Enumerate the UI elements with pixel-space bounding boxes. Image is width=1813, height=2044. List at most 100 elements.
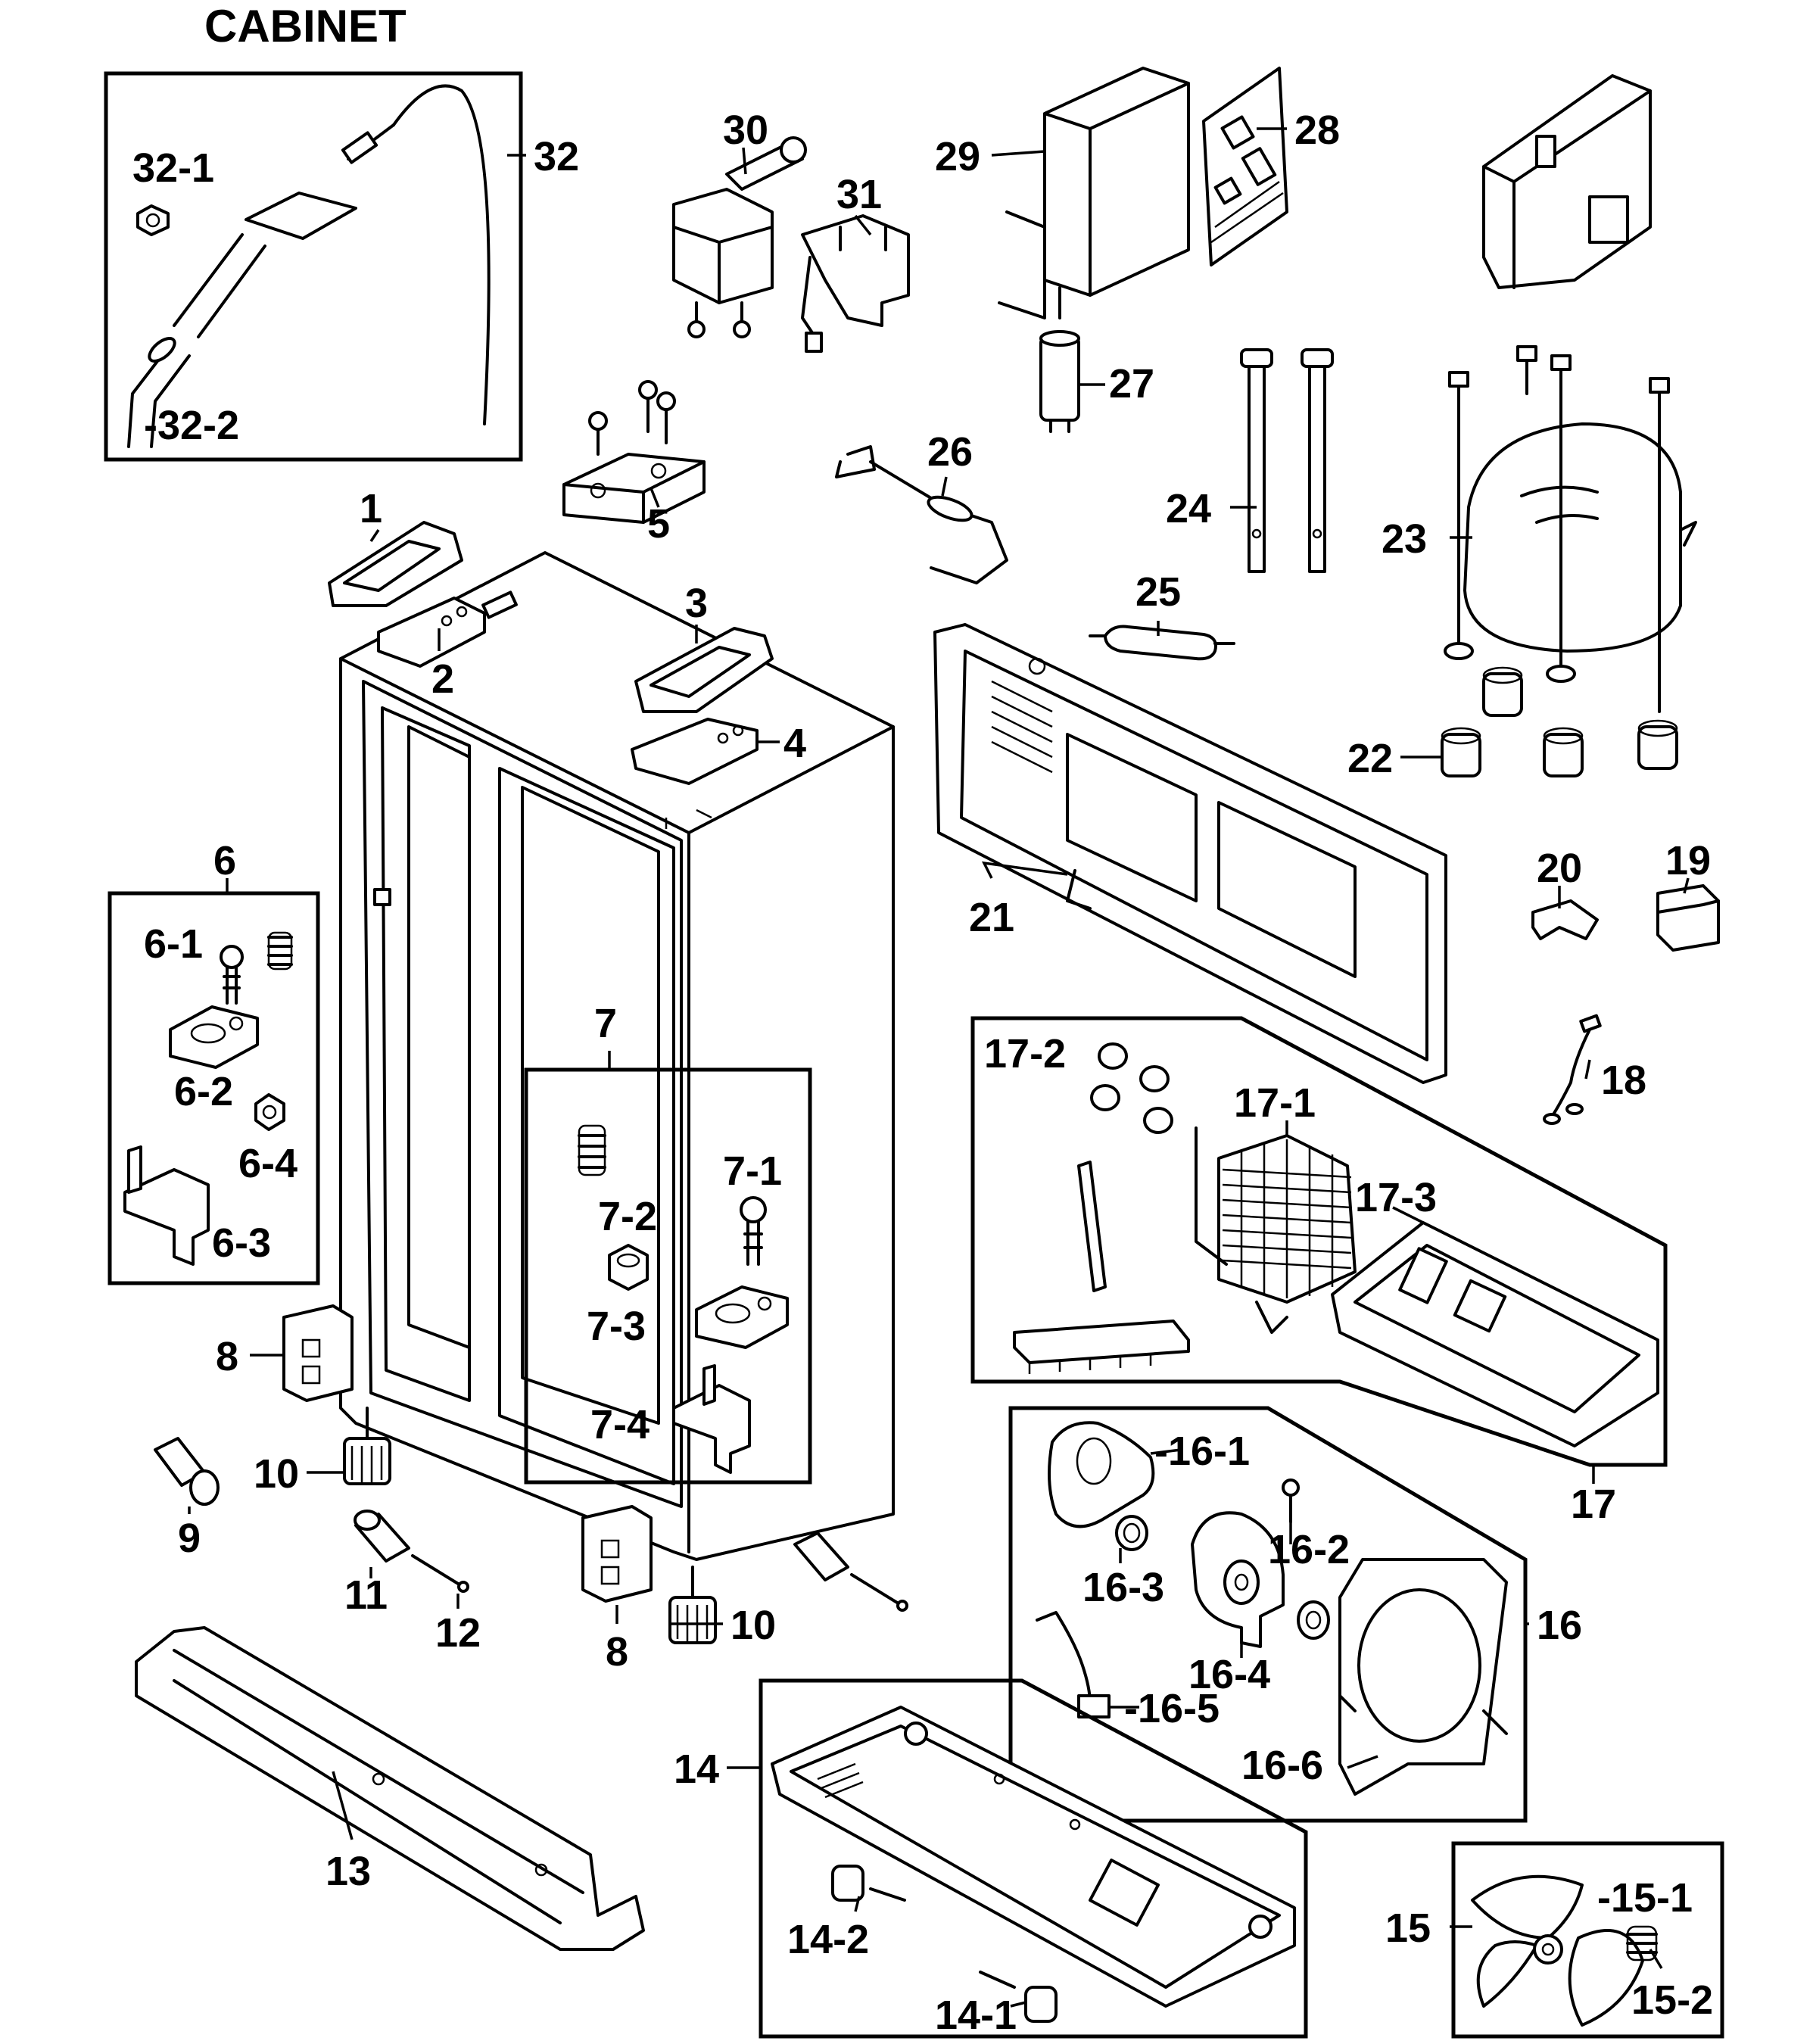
wire-connector (1036, 1611, 1111, 1718)
part-6-group (107, 891, 320, 1285)
label-6-4: 6-4 (238, 1141, 297, 1186)
part-23-compressor (1444, 345, 1697, 713)
label-16-4: 16-4 (1188, 1652, 1270, 1697)
label-8-left: 8 (216, 1334, 238, 1379)
label-16-5: -16-5 (1124, 1686, 1220, 1731)
part-8-bracket-left (282, 1304, 354, 1402)
part-28-pcb (1202, 67, 1288, 266)
label-7-4: 7-4 (590, 1402, 650, 1447)
cap-icon (1090, 1042, 1173, 1134)
control-box-unit (1482, 74, 1652, 289)
label-7-2: 7-2 (598, 1194, 657, 1239)
label-3: 3 (685, 581, 708, 626)
part-20-clip (1531, 899, 1599, 940)
spring-icon (267, 931, 293, 971)
label-7-1: 7-1 (723, 1148, 782, 1194)
label-4: 4 (783, 721, 806, 766)
label-11: 11 (344, 1572, 388, 1618)
label-15: 15 (1385, 1905, 1431, 1951)
fan-blade (1471, 1874, 1644, 2027)
part-13-base-cover (135, 1626, 645, 1951)
label-5: 5 (647, 501, 670, 547)
label-7: 7 (594, 1001, 617, 1046)
fan-cover (1048, 1421, 1155, 1528)
label-23: 23 (1382, 516, 1427, 562)
part-22-grommets (1441, 666, 1678, 777)
label-8-right: 8 (606, 1629, 628, 1675)
label-6-3: 6-3 (212, 1220, 271, 1266)
part-1-hinge-cover (328, 521, 463, 607)
base-plate (771, 1706, 1296, 2008)
part-4-hinge (631, 718, 759, 785)
part-16-group (1008, 1406, 1528, 1823)
screw-icon (588, 380, 676, 456)
label-19: 19 (1665, 838, 1711, 883)
label-17-1: 17-1 (1234, 1080, 1316, 1126)
label-6-1: 6-1 (144, 921, 203, 967)
label-28: 28 (1294, 107, 1340, 153)
label-27: 27 (1109, 361, 1154, 407)
part-32-group (104, 71, 523, 462)
screw-icon (740, 1196, 767, 1266)
spring-icon (578, 1124, 606, 1176)
part-24-tubes (1240, 348, 1334, 573)
label-16-1: -16-1 (1154, 1429, 1250, 1474)
part-19-relay (1656, 884, 1720, 952)
part-15-group (1451, 1841, 1724, 2039)
label-14-1: 14-1 (935, 1993, 1017, 2038)
part-17-group (970, 1016, 1668, 1467)
part-11-roller (354, 1510, 410, 1563)
part-3-hinge-cover (634, 627, 774, 713)
label-15-2: 15-2 (1631, 1977, 1713, 2023)
label-25: 25 (1135, 569, 1181, 615)
label-14-2: 14-2 (787, 1917, 869, 1962)
label-6: 6 (213, 838, 236, 883)
part-14-group (759, 1678, 1308, 2039)
leader-lines (188, 127, 1690, 2008)
label-21: 21 (969, 895, 1014, 940)
label-18: 18 (1601, 1058, 1646, 1103)
roller-pin-right (793, 1531, 908, 1612)
label-22: 22 (1347, 736, 1393, 781)
part-5-bracket (562, 380, 706, 524)
label-12: 12 (435, 1610, 481, 1656)
label-16-6: 16-6 (1241, 1743, 1323, 1788)
part-30-valve (672, 136, 807, 338)
label-6-2: 6-2 (174, 1069, 233, 1114)
label-16-3: 16-3 (1083, 1565, 1164, 1610)
screw-icon (220, 945, 244, 1005)
screw-icon (1282, 1478, 1300, 1523)
label-32-2: -32-2 (144, 403, 239, 448)
label-20: 20 (1537, 846, 1582, 891)
roller-icon (831, 1865, 1058, 2023)
part-18-wire-harness (1543, 1014, 1602, 1125)
label-10-left: 10 (254, 1451, 299, 1497)
bolt-icon (1448, 345, 1670, 713)
label-16-2: 16-2 (1268, 1527, 1350, 1572)
label-31: 31 (836, 172, 882, 217)
label-30: 30 (723, 107, 768, 153)
label-32-1: 32-1 (132, 145, 214, 191)
label-24: 24 (1166, 486, 1211, 531)
fan-motor (1191, 1511, 1285, 1648)
label-1: 1 (360, 486, 382, 531)
label-9: 9 (178, 1516, 201, 1561)
drain-pan (1331, 1221, 1659, 1447)
label-32: 32 (534, 134, 579, 179)
part-12-pin (411, 1554, 469, 1593)
label-2: 2 (431, 656, 454, 702)
label-17: 17 (1571, 1482, 1616, 1527)
label-13: 13 (326, 1849, 371, 1894)
label-15-1: -15-1 (1597, 1875, 1693, 1921)
part-9-fitting (154, 1437, 220, 1506)
heater-bar (1013, 1161, 1190, 1374)
evaporator-coil (1195, 1126, 1357, 1334)
part-26-wire (835, 445, 1008, 584)
label-17-3: 17-3 (1355, 1175, 1437, 1220)
label-10-right: 10 (730, 1603, 776, 1648)
part-10-leveler-right (668, 1566, 717, 1644)
label-14: 14 (674, 1746, 719, 1792)
label-26: 26 (927, 429, 973, 475)
label-29: 29 (935, 134, 980, 179)
